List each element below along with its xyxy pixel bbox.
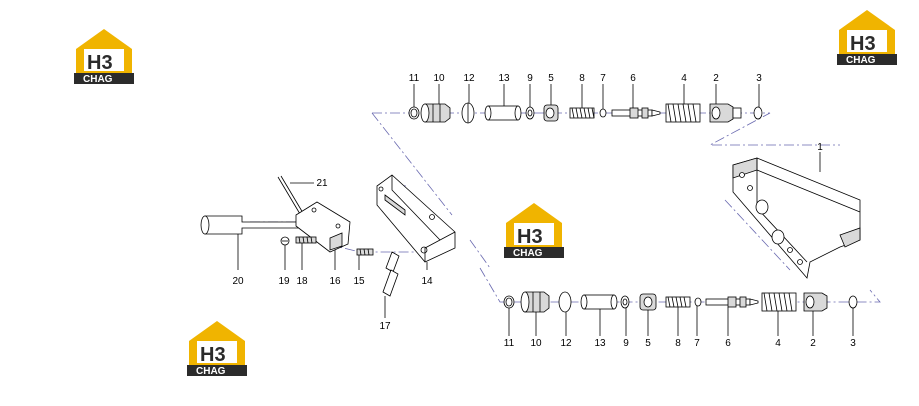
- callout-15: 15: [353, 276, 365, 287]
- logo-mark-text: H3: [517, 226, 543, 248]
- callout-16: 16: [329, 276, 341, 287]
- callout-18: 18: [296, 276, 308, 287]
- callout-3-bottom: 3: [850, 338, 856, 349]
- callout-2-bottom: 2: [810, 338, 816, 349]
- part-13-top: [484, 105, 522, 121]
- part-3-top: [753, 106, 763, 120]
- part-16-bracket: [295, 201, 351, 253]
- part-20-shaft: [200, 215, 301, 235]
- part-2-top: [709, 103, 742, 123]
- callout-7-bottom: 7: [694, 338, 700, 349]
- logo-mark-text: H3: [850, 33, 876, 55]
- callout-14: 14: [421, 276, 433, 287]
- callout-8-bottom: 8: [675, 338, 681, 349]
- callout-9-bottom: 9: [623, 338, 629, 349]
- callout-11-top: 11: [409, 73, 420, 84]
- logo-mark-text: H3: [87, 52, 113, 74]
- callout-8-top: 8: [579, 73, 585, 84]
- callout-13-top: 13: [498, 73, 510, 84]
- callout-10-top: 10: [433, 73, 445, 84]
- part-12-top: [461, 102, 475, 124]
- logo-word-text: CHAG: [83, 74, 113, 85]
- part-5-bottom: [639, 293, 657, 311]
- logo-center: H3 CHAG: [504, 203, 564, 259]
- logo-word-text: CHAG: [196, 366, 226, 377]
- part-6-bottom: [705, 296, 759, 308]
- part-2-bottom: [803, 292, 828, 312]
- callout-6-top: 6: [630, 73, 636, 84]
- callouts-other: 1 21 20 19 18 16 15 14 17: [232, 142, 823, 332]
- callout-10-bottom: 10: [530, 338, 542, 349]
- part-3-bottom: [848, 295, 858, 309]
- bottom-row-parts: [503, 291, 858, 313]
- callout-12-bottom: 12: [560, 338, 572, 349]
- callout-12-top: 12: [463, 73, 475, 84]
- callout-7-top: 7: [600, 73, 606, 84]
- logo-top-left: H3 CHAG: [74, 29, 134, 85]
- part-11-bottom: [503, 295, 515, 309]
- leader-lines: [237, 84, 854, 336]
- callout-4-top: 4: [681, 73, 687, 84]
- part-18-bolt: [295, 236, 317, 244]
- left-parts: [200, 175, 400, 297]
- part-6-top: [611, 107, 661, 119]
- part-8-top: [569, 107, 595, 119]
- callout-6-bottom: 6: [725, 338, 731, 349]
- callout-9-top: 9: [527, 73, 533, 84]
- part-21-pin: [277, 175, 304, 215]
- callout-2-top: 2: [713, 73, 719, 84]
- callout-17: 17: [379, 321, 391, 332]
- callout-1: 1: [817, 142, 823, 153]
- part-1-housing: [732, 157, 861, 279]
- part-13-bottom: [580, 294, 618, 310]
- callout-11-bottom: 11: [504, 338, 515, 349]
- callout-3-top: 3: [756, 73, 762, 84]
- part-11-top: [408, 106, 420, 120]
- logo-mark-text: H3: [200, 344, 226, 366]
- part-4-bottom: [761, 292, 797, 312]
- callout-20: 20: [232, 276, 244, 287]
- callout-4-bottom: 4: [775, 338, 781, 349]
- logo-bottom-left: H3 CHAG: [187, 321, 247, 377]
- part-17-dowel: [382, 251, 400, 297]
- callout-21: 21: [316, 178, 328, 189]
- part-8-bottom: [665, 296, 691, 308]
- part-7-bottom: [694, 297, 702, 307]
- logo-word-text: CHAG: [513, 248, 543, 259]
- part-12-bottom: [558, 291, 572, 313]
- part-7-top: [599, 108, 607, 118]
- part-14-block: [376, 174, 456, 263]
- callout-5-bottom: 5: [645, 338, 651, 349]
- part-19-screw: [280, 236, 290, 246]
- part-15-screw: [356, 248, 374, 256]
- callout-13-bottom: 13: [594, 338, 606, 349]
- part-10-top: [420, 103, 451, 123]
- logo-top-right: H3 CHAG: [837, 10, 897, 66]
- part-9-top: [525, 106, 535, 120]
- part-10-bottom: [520, 291, 550, 313]
- callouts-bottom: 11 10 12 13 9 5 8 7 6 4 2 3: [504, 338, 856, 349]
- callout-19: 19: [278, 276, 290, 287]
- callouts-top: 11 10 12 13 9 5 8 7 6 4 2 3: [409, 73, 762, 84]
- part-5-top: [543, 104, 559, 122]
- logo-word-text: CHAG: [846, 55, 876, 66]
- part-4-top: [665, 103, 701, 123]
- part-9-bottom: [620, 295, 630, 309]
- callout-5-top: 5: [548, 73, 554, 84]
- top-row-parts: [408, 102, 763, 124]
